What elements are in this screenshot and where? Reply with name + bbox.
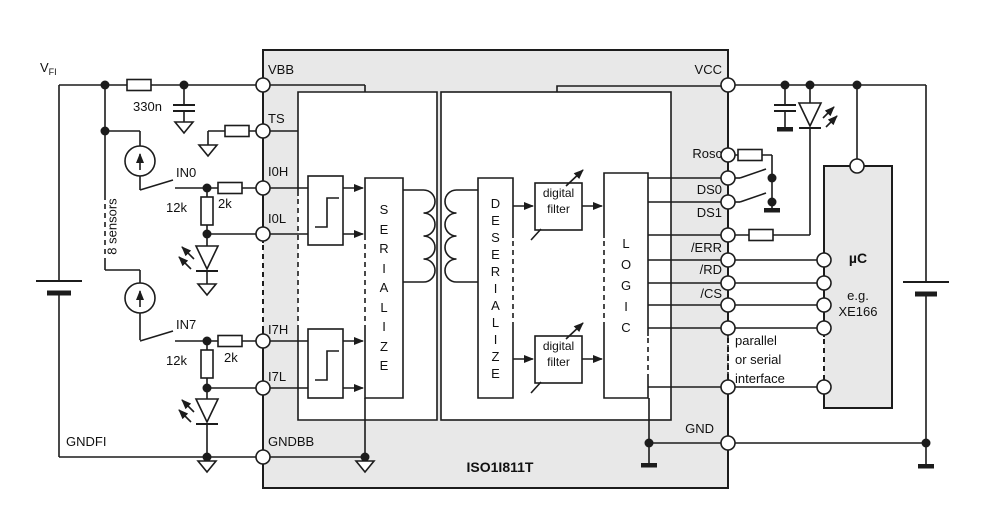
pin-label-gndbb: GNDBB [268, 434, 315, 449]
ground-icon [197, 144, 219, 158]
input7-led-icon [178, 398, 220, 425]
pin-label-vcc: VCC [694, 62, 722, 77]
err-led-resistor-icon [748, 228, 774, 242]
input0-led-icon [178, 245, 220, 272]
pulldown-12k-resistor-icon [200, 196, 214, 226]
ground-icon [777, 127, 793, 132]
vcc-capacitor-icon [774, 104, 796, 112]
pin-label-rd: /RD [699, 262, 722, 277]
pulldown-12k-resistor-icon [200, 349, 214, 379]
sensor-current-source-7-icon [124, 282, 156, 314]
junction-dots [100, 80, 931, 462]
pin-label-ds0: DS0 [696, 182, 722, 197]
supply-resistor-icon [126, 78, 152, 92]
chip-part-number: ISO1I811T [466, 459, 534, 475]
error-led-icon [797, 102, 838, 129]
pin-label-i0h: I0H [268, 164, 289, 179]
ground-icon [918, 464, 934, 469]
r2k-label: 2k [224, 350, 238, 365]
filter-capacitor-icon [173, 104, 195, 112]
mcu-body [824, 166, 892, 408]
r12k-label: 12k [166, 200, 187, 215]
ground-icon [196, 283, 218, 297]
supply-vfi-label: VFI [40, 60, 57, 77]
ground-icon [196, 460, 218, 474]
pin-label-gnd: GND [685, 421, 714, 436]
field-wiring [58, 84, 263, 461]
ts-resistor-icon [224, 124, 250, 138]
sensor-current-source-0-icon [124, 145, 156, 177]
ground-icon [764, 208, 780, 213]
chip-internal-wiring [270, 84, 721, 463]
deserialize-block [477, 177, 514, 399]
logic-wiring [735, 84, 927, 464]
in0-label: IN0 [176, 165, 197, 180]
sensors-note-label: 8 sensors [104, 198, 120, 255]
serializer-input-arrows [343, 184, 364, 392]
isolation-transformer-icon [403, 189, 478, 283]
series-2k-resistor-icon [217, 181, 243, 195]
digital-filter-label: digital [542, 186, 575, 200]
logic-domain-outline [440, 91, 672, 421]
digital-filter-7 [513, 322, 603, 394]
schmitt-trigger-0-icon [307, 175, 344, 246]
digital-filter-label: digital [542, 339, 575, 353]
serialize-block [364, 177, 404, 399]
field-domain-outline [297, 91, 438, 421]
logic-block [603, 172, 649, 399]
chip-pin-circles [255, 77, 736, 465]
ground-icon [641, 463, 657, 468]
series-2k-resistor-icon [217, 334, 243, 348]
pin-label-rosc: Rosc [692, 146, 722, 161]
schmitt-trigger-7-icon [307, 328, 344, 399]
gndfi-label: GNDFI [66, 434, 107, 449]
ground-icon [173, 121, 195, 135]
mcu-label: µC [848, 250, 868, 266]
interface-note-line: interface [735, 371, 785, 386]
field-battery-icon [36, 280, 82, 296]
cap-value-label: 330n [133, 99, 162, 114]
r12k-label: 12k [166, 353, 187, 368]
mcu-example-part: XE166 [838, 304, 878, 319]
mcu-pin-circles [816, 158, 865, 395]
digital-filter-label: filter [547, 355, 570, 369]
rosc-resistor-icon [737, 148, 763, 162]
logic-battery-icon [903, 281, 949, 297]
pin-label-err: /ERR [690, 240, 722, 255]
mcu-example-prefix: e.g. [847, 288, 869, 303]
interface-note-line: parallel [735, 333, 777, 348]
pin-label-ds1: DS1 [696, 205, 722, 220]
pin-label-cs: /CS [700, 286, 722, 301]
in7-label: IN7 [176, 317, 197, 332]
mcu-outline [823, 165, 893, 409]
pin-label-ts: TS [268, 111, 285, 126]
digital-filter-label: filter [547, 202, 570, 216]
r2k-label: 2k [218, 196, 232, 211]
pin-label-i0l: I0L [268, 211, 287, 226]
pin-label-vbb: VBB [268, 62, 295, 77]
digital-filter-0 [513, 169, 603, 241]
interface-note-line: or serial [735, 352, 782, 367]
pin-label-i7l: I7L [268, 369, 287, 384]
pin-label-i7h: I7H [268, 322, 289, 337]
